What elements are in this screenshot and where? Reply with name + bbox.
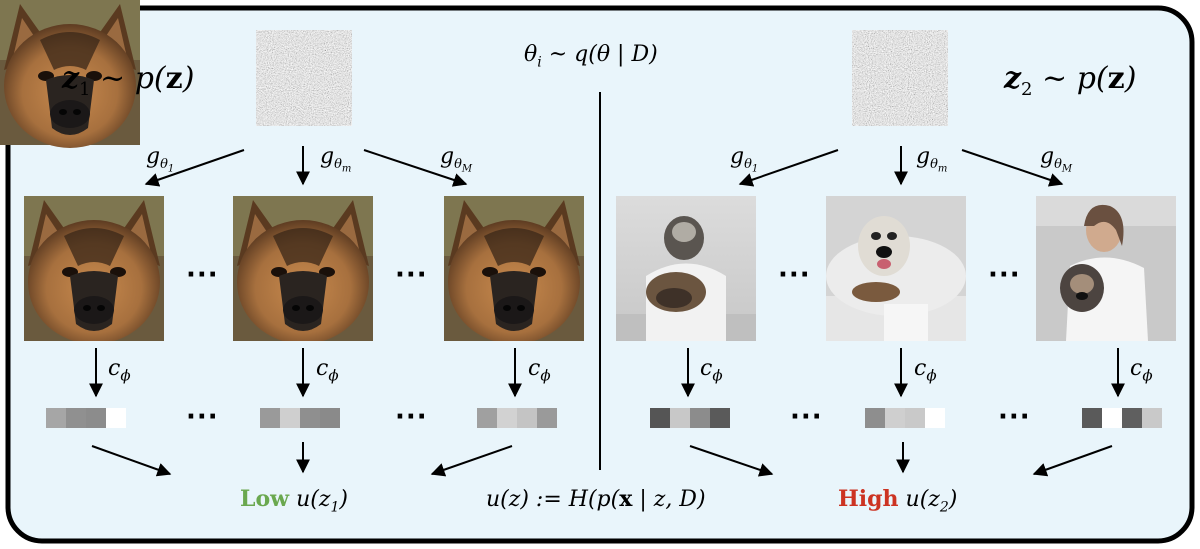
prob-cell [46, 408, 66, 428]
ellipsis-img-l1: ··· [186, 260, 219, 290]
ellipsis-vec-r2: ··· [998, 402, 1031, 432]
prob-cell [885, 408, 905, 428]
arrow-gen-left-M [363, 149, 468, 187]
prob-cell [106, 408, 126, 428]
dog-face-image [0, 0, 140, 148]
noise-image-left [256, 30, 352, 126]
arrow-agg-r3 [1032, 445, 1113, 477]
ellipsis-img-r2: ··· [988, 260, 1021, 290]
prob-cell [477, 408, 497, 428]
prob-vector-left-M [477, 408, 557, 428]
prob-cell [670, 408, 690, 428]
ellipsis-img-r1: ··· [778, 260, 811, 290]
gen-label-left-m: gθm [320, 144, 352, 175]
generated-image-left-1 [24, 196, 164, 341]
gen-label-right-m: gθm [916, 144, 948, 175]
prob-vector-left-1 [46, 408, 126, 428]
latent-right-label: z2 ~ p(z) [1004, 61, 1137, 100]
arrow-agg-l3 [430, 445, 513, 477]
cls-label-4: cϕ [700, 356, 723, 385]
prob-cell [86, 408, 106, 428]
cls-label-1: cϕ [108, 356, 131, 385]
prob-cell [320, 408, 340, 428]
utility-definition-label: u(z) := H(p(x | z, D) [486, 486, 706, 512]
prob-cell [1102, 408, 1122, 428]
arrow-agg-r1 [689, 445, 774, 477]
ellipsis-vec-r1: ··· [790, 402, 823, 432]
latent-left-label: z1 ~ p(z) [62, 61, 195, 100]
posterior-label: θi ~ q(θ | D) [524, 42, 658, 71]
ellipsis-img-l2: ··· [395, 260, 428, 290]
noise-image-right [852, 30, 948, 126]
generated-image-left-M [444, 196, 584, 341]
prob-cell [517, 408, 537, 428]
prob-vector-right-m [865, 408, 945, 428]
arrow-agg-l1 [91, 445, 172, 477]
gen-label-left-1: gθ1 [146, 144, 175, 175]
generated-image-right-m [826, 196, 966, 341]
prob-cell [925, 408, 945, 428]
prob-cell [1142, 408, 1162, 428]
generated-image-right-1 [616, 196, 756, 341]
prob-cell [66, 408, 86, 428]
gen-label-right-1: gθ1 [730, 144, 759, 175]
gen-label-left-M: gθM [440, 144, 473, 175]
arrow-gen-right-M [961, 149, 1064, 187]
cls-label-3: cϕ [528, 356, 551, 385]
prob-vector-left-m [260, 408, 340, 428]
gen-label-right-M: gθM [1040, 144, 1073, 175]
prob-cell [280, 408, 300, 428]
prob-cell [260, 408, 280, 428]
generated-image-left-m [233, 196, 373, 341]
prob-cell [497, 408, 517, 428]
arrow-gen-right-1 [738, 149, 839, 187]
prob-cell [1082, 408, 1102, 428]
cls-label-5: cϕ [914, 356, 937, 385]
prob-cell [300, 408, 320, 428]
arrow-gen-left-1 [144, 149, 245, 187]
ellipsis-vec-l2: ··· [395, 402, 428, 432]
generated-image-right-M [1036, 196, 1176, 341]
prob-cell [905, 408, 925, 428]
prob-cell [537, 408, 557, 428]
cls-label-6: cϕ [1130, 356, 1153, 385]
prob-cell [650, 408, 670, 428]
prob-cell [1122, 408, 1142, 428]
result-right-label: High u(z2) [838, 486, 958, 516]
prob-vector-right-1 [650, 408, 730, 428]
prob-cell [710, 408, 730, 428]
ellipsis-vec-l1: ··· [186, 402, 219, 432]
result-left-label: Low u(z1) [240, 486, 348, 516]
prob-cell [865, 408, 885, 428]
prob-cell [690, 408, 710, 428]
cls-label-2: cϕ [316, 356, 339, 385]
prob-vector-right-M [1082, 408, 1162, 428]
